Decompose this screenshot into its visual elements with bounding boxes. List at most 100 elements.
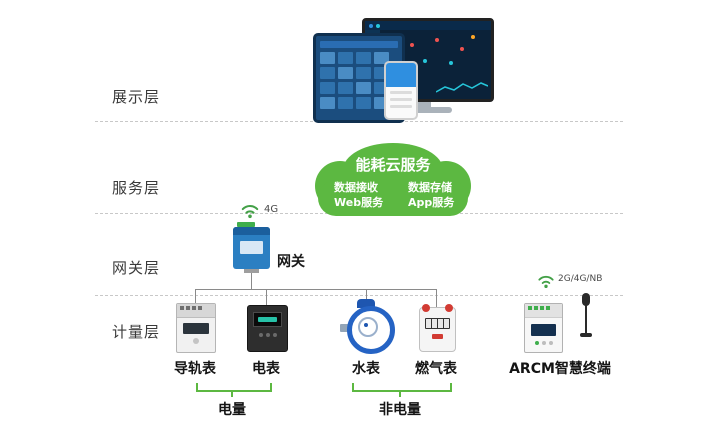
water-meter-needle — [364, 323, 368, 327]
layer-label-presentation: 展示层 — [112, 88, 161, 106]
din-rail-meter-device — [176, 303, 216, 353]
mini-chart-icon — [436, 82, 488, 93]
emeter-key — [272, 333, 277, 337]
counter-digit — [426, 319, 431, 328]
gateway-din-clip — [244, 269, 259, 273]
map-marker-icon — [449, 61, 453, 65]
grid-tile — [320, 97, 335, 109]
arcm-terminals — [525, 304, 562, 318]
bracket-non-electric-group — [352, 383, 452, 392]
led-indicator — [534, 341, 539, 345]
grid-tile — [338, 67, 353, 79]
grid-tile — [356, 82, 371, 94]
emeter-key — [265, 333, 270, 337]
topbar-dot — [376, 24, 380, 28]
grid-tile — [320, 67, 335, 79]
water-meter-device — [347, 306, 395, 354]
counter-digit — [438, 319, 443, 328]
bracket-stem — [231, 390, 233, 397]
water-meter-cap — [357, 299, 375, 308]
gas-meter-counter — [425, 318, 450, 329]
din-button — [193, 338, 199, 344]
grid-tile — [338, 97, 353, 109]
arcm-screen — [531, 324, 556, 336]
terminal-pin — [534, 306, 538, 310]
group-label-non-electric: 非电量 — [379, 402, 421, 418]
label-gas-meter: 燃气表 — [415, 361, 457, 377]
group-label-electric: 电量 — [218, 402, 246, 418]
map-marker-icon — [435, 38, 439, 42]
layer-label-metering: 计量层 — [112, 323, 161, 341]
tablet-header — [320, 41, 398, 48]
grid-tile — [338, 52, 353, 64]
arcm-terminal-device — [524, 303, 563, 353]
grid-tile — [356, 97, 371, 109]
gateway-terminal-block — [237, 222, 255, 227]
wifi-icon — [538, 275, 554, 288]
grid-tile — [356, 67, 371, 79]
grid-tile — [338, 82, 353, 94]
layer-label-gateway: 网关层 — [112, 259, 161, 277]
antenna-base — [580, 333, 592, 337]
emeter-keys — [248, 333, 287, 337]
gateway-device — [233, 222, 270, 273]
gas-meter-badge — [432, 334, 443, 339]
terminal-wireless-tag: 2G/4G/NB — [558, 274, 603, 284]
cloud-title: 能耗云服务 — [355, 156, 431, 174]
cloud-icon — [315, 143, 471, 216]
emeter-display — [253, 312, 282, 327]
counter-digit — [432, 319, 437, 328]
map-marker-icon — [471, 35, 475, 39]
connector-drop-din — [195, 289, 196, 304]
terminal-pin — [546, 306, 550, 310]
monitor-stand-base — [398, 107, 452, 113]
label-water-meter: 水表 — [352, 361, 380, 377]
terminal-pin — [198, 306, 202, 310]
gateway-label: 网关 — [277, 254, 305, 270]
electric-meter-device — [247, 305, 288, 352]
tablet-grid — [320, 52, 398, 109]
water-meter-fitting — [340, 324, 349, 332]
water-meter-dial — [358, 317, 378, 337]
terminal-pin — [192, 306, 196, 310]
connector-bus — [195, 289, 437, 290]
counter-digit — [444, 319, 449, 328]
connector-drop-wmeter — [366, 289, 367, 306]
layer-label-service: 服务层 — [112, 179, 161, 197]
din-lcd-screen — [183, 323, 209, 334]
layer-divider-3 — [95, 295, 623, 296]
led-indicator — [541, 341, 546, 345]
grid-tile — [320, 82, 335, 94]
cloud-item-web-service: Web服务 — [334, 196, 384, 209]
antenna-icon — [582, 293, 590, 306]
phone-device — [384, 61, 418, 120]
grid-tile — [356, 52, 371, 64]
wifi-icon — [241, 205, 259, 219]
grid-tile — [320, 52, 335, 64]
terminal-pin — [186, 306, 190, 310]
terminal-pin — [180, 306, 184, 310]
phone-content-line — [390, 98, 412, 101]
phone-screen — [386, 63, 416, 87]
phone-content-line — [390, 91, 412, 94]
gas-pipe-icon — [445, 304, 453, 312]
monitor-topbar — [365, 21, 491, 30]
map-marker-icon — [410, 43, 414, 47]
gateway-label-panel — [240, 241, 263, 254]
arcm-leds — [525, 341, 562, 345]
connector-drop-emeter — [266, 289, 267, 305]
label-electric-meter: 电表 — [252, 361, 280, 377]
phone-content-line — [390, 105, 412, 108]
led-indicator — [548, 341, 553, 345]
cloud-item-data-receive: 数据接收 — [334, 181, 378, 194]
map-marker-icon — [423, 59, 427, 63]
connector-gateway-drop — [251, 269, 252, 289]
bracket-electric-group — [196, 383, 272, 392]
label-din-rail-meter: 导轨表 — [174, 361, 216, 377]
cloud-item-data-storage: 数据存储 — [408, 181, 452, 194]
antenna-mast — [585, 305, 587, 333]
terminal-pin — [528, 306, 532, 310]
emeter-key — [258, 333, 263, 337]
cloud-item-app-service: App服务 — [408, 196, 455, 209]
